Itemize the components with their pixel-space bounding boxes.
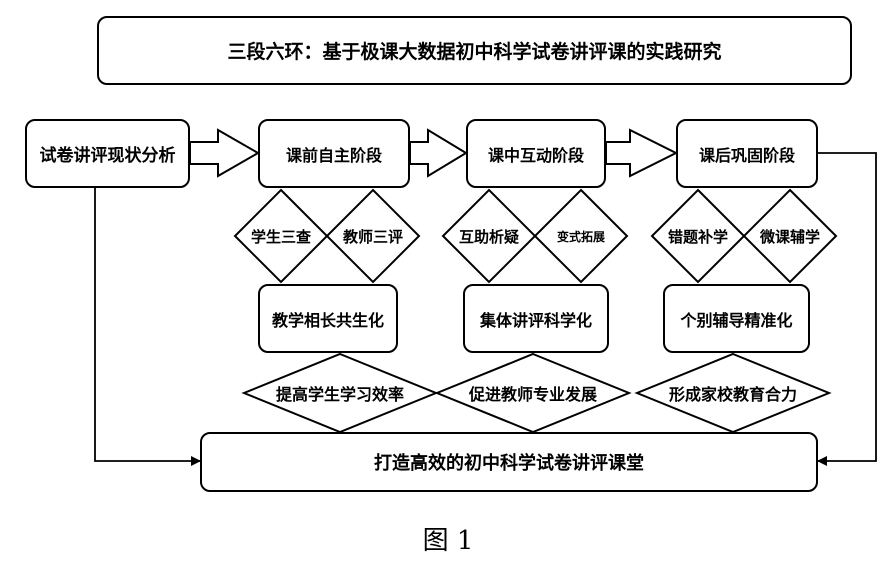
outcome-1-label: 提高学生学习效率 [275,385,404,404]
diamond-1b [325,188,421,284]
result-box-3: 个别辅导精准化 [663,284,810,353]
stage-box-label: 课后巩固阶段 [698,145,795,165]
diamond-3a-label: 错题补学 [667,227,728,246]
diamond-3a [650,188,746,284]
stage-box-in-class: 课中互动阶段 [466,119,606,188]
diamond-2b-label: 变式拓展 [556,229,605,244]
diamond-2a [441,188,537,284]
title-text: 三段六环：基于极课大数据初中科学试卷讲评课的实践研究 [227,41,722,63]
diamond-2a-label: 互助析疑 [458,227,519,246]
diamond-3b-label: 微课辅学 [759,227,820,246]
block-arrow-1 [189,128,261,178]
result-box-1: 教学相长共生化 [258,284,398,353]
figure-caption: 图 1 [422,525,474,556]
start-box: 试卷讲评现状分析 [25,119,190,188]
final-box-label: 打造高效的初中科学试卷讲评课堂 [374,453,644,474]
title-box: 三段六环：基于极课大数据初中科学试卷讲评课的实践研究 [97,16,852,85]
right-connector [817,152,877,466]
outcome-3-label: 形成家校教育合力 [668,385,797,404]
stage-box-label: 课中互动阶段 [487,145,584,165]
block-arrow-2 [409,128,468,178]
left-connector [94,188,201,466]
start-box-label: 试卷讲评现状分析 [39,146,176,166]
result-box-2: 集体讲评科学化 [463,284,609,353]
diamond-1a-label: 学生三查 [250,227,311,246]
outcome-2-label: 促进教师专业发展 [468,385,597,404]
result-box-label: 教学相长共生化 [271,310,384,330]
diamond-1a [233,188,329,284]
result-box-label: 集体讲评科学化 [479,310,592,330]
stage-box-post-class: 课后巩固阶段 [676,119,818,188]
stage-box-label: 课前自主阶段 [285,145,382,165]
diamond-3b [742,188,838,284]
stage-box-pre-class: 课前自主阶段 [258,119,410,188]
final-box: 打造高效的初中科学试卷讲评课堂 [200,432,818,492]
diamond-2b [533,188,629,284]
diamond-1b-label: 教师三评 [342,227,403,246]
block-arrow-3 [605,128,679,178]
result-box-label: 个别辅导精准化 [680,310,793,330]
